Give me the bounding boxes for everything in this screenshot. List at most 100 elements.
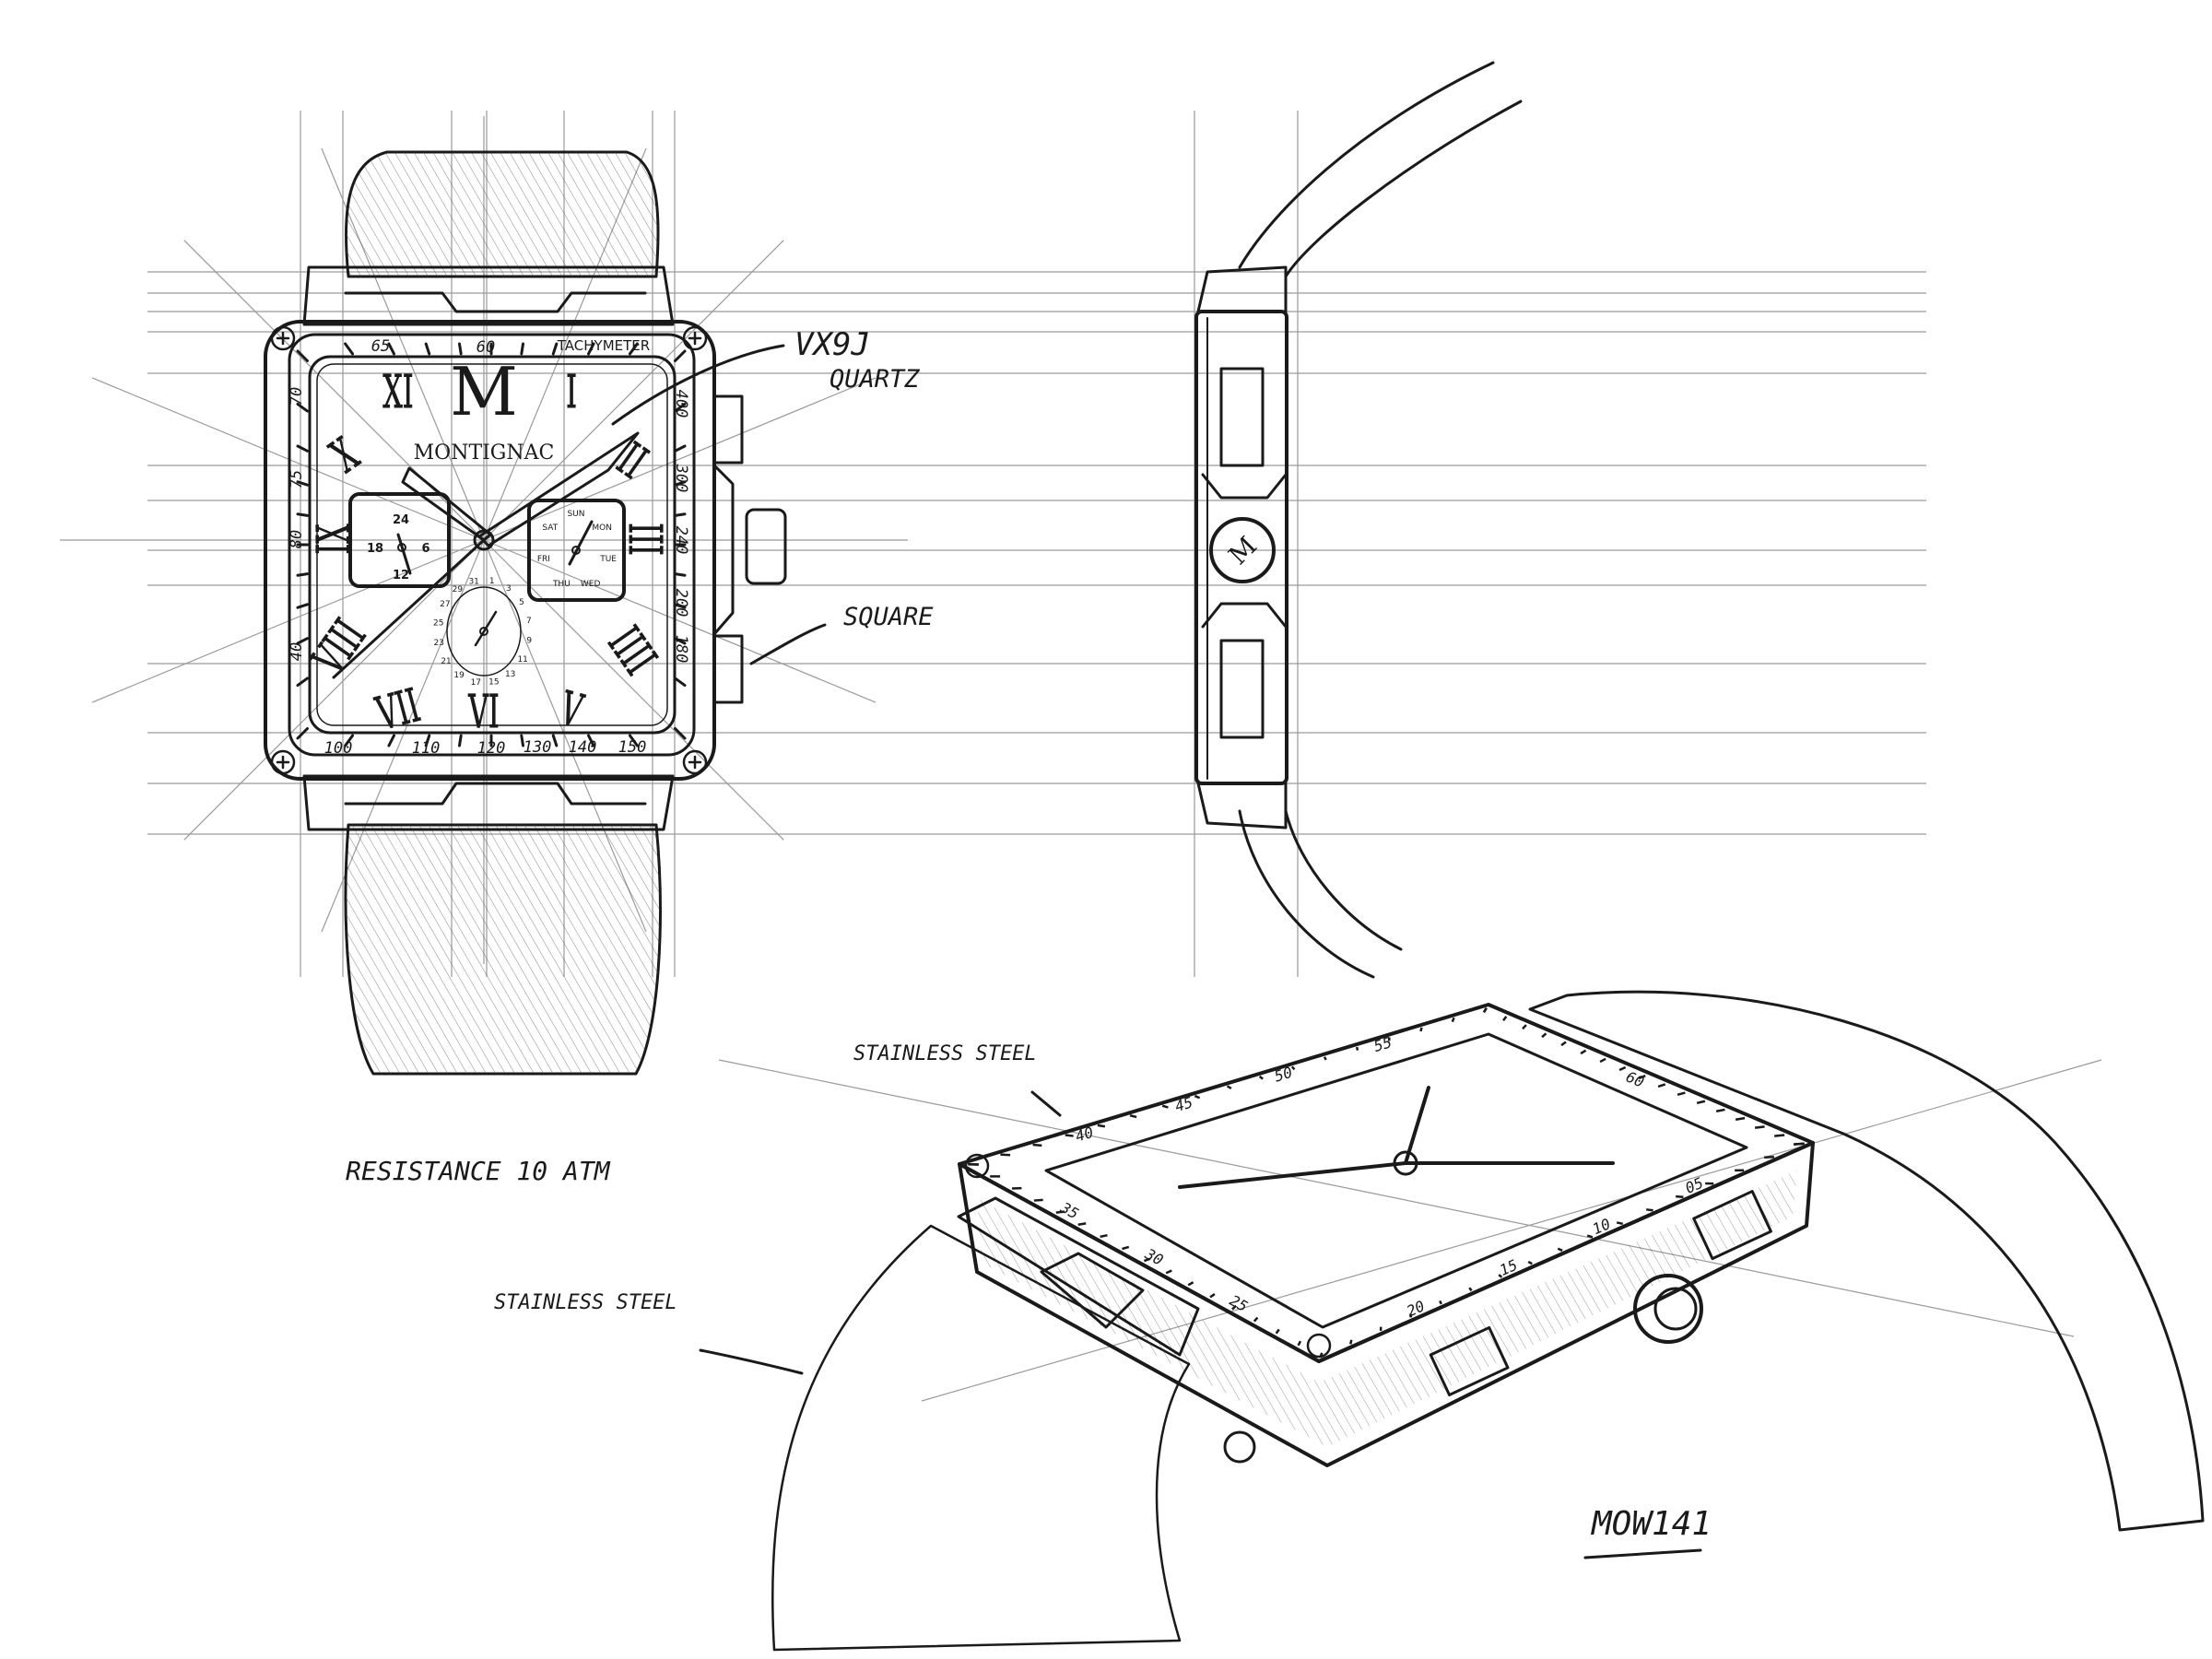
bezel-tick: [587, 734, 595, 747]
bezel-tick: [520, 342, 525, 356]
perspective-bezel-tick: [1794, 1142, 1805, 1146]
perspective-bezel-tick: [1165, 1269, 1172, 1275]
perspective-bezel-number: 55: [1371, 1033, 1394, 1055]
perspective-bezel-tick: [1161, 1104, 1169, 1109]
top-strap-cross: [346, 152, 659, 276]
perspective-bezel-tick: [1439, 1300, 1442, 1305]
bezel-number: 75: [288, 470, 306, 488]
side-strap: [1238, 61, 1523, 979]
subdial-date-label: 1: [489, 577, 495, 586]
bezel-number: 70: [288, 387, 306, 406]
subdial-date-label: 29: [453, 585, 464, 594]
bezel-tick: [344, 342, 355, 356]
subdial-date-label: 7: [526, 617, 532, 626]
bottom-lugs: [302, 774, 675, 831]
perspective-bezel-tick: [1194, 1094, 1201, 1100]
perspective-bezel-tick: [1297, 1340, 1302, 1347]
annotations: VX9J QUARTZ SQUARE STAINLESS STEEL RESIS…: [346, 326, 1712, 1559]
bezel-tick: [296, 677, 309, 688]
perspective-bezel-tick: [1187, 1281, 1194, 1287]
bezel-tick: [296, 727, 309, 740]
subdial-day-label: TUE: [599, 555, 617, 564]
bezel-tick: [674, 572, 687, 577]
bezel-number: 100: [324, 739, 353, 758]
top-lugs: [302, 265, 675, 326]
bezel-number: 240: [672, 526, 690, 555]
subdial-date-label: 17: [471, 678, 481, 688]
bezel-tick: [424, 342, 431, 356]
side-pusher-top: [1219, 367, 1265, 467]
perspective-bezel-tick: [1677, 1091, 1686, 1097]
bezel-number: 40: [288, 642, 306, 661]
perspective-hour-hand: [1404, 1086, 1430, 1165]
annotation-water-resistance: RESISTANCE 10 ATM: [346, 1156, 611, 1186]
case: [264, 320, 716, 781]
brand-logo: M: [450, 353, 518, 430]
perspective-bezel-tick: [1774, 1134, 1785, 1137]
perspective-bezel-tick: [1638, 1075, 1646, 1080]
perspective-bezel-tick: [1033, 1198, 1043, 1202]
crown-guard: [712, 464, 735, 636]
bezel-tick: [296, 603, 309, 609]
subdial-24h-label: 18: [367, 542, 383, 556]
minute-hand: [477, 431, 640, 547]
bezel-tick: [387, 342, 395, 356]
bezel-tick: [520, 734, 525, 747]
subdial-date-label: 13: [505, 670, 515, 679]
subdial-date-label: 21: [441, 657, 451, 666]
subdial-date-label: 25: [433, 618, 443, 628]
perspective-bezel-tick: [1100, 1233, 1108, 1239]
bezel-tick: [344, 734, 355, 747]
subdial-day-label: SUN: [567, 510, 584, 519]
bezel-number: 110: [412, 739, 441, 758]
guide-line: [483, 539, 877, 703]
perspective-bezel-tick: [1226, 1085, 1232, 1090]
bezel-tick: [296, 480, 309, 487]
guide-line: [483, 539, 784, 841]
numeral-10: X: [322, 428, 369, 483]
bezel-tick: [551, 342, 559, 356]
bezel-ticks: [296, 342, 687, 747]
crown: [745, 508, 787, 585]
perspective-bezel-tick: [1355, 1046, 1359, 1051]
bezel-tick: [674, 603, 687, 609]
bezel-number: 200: [672, 589, 690, 618]
subdial-date-label: 5: [519, 598, 524, 607]
bezel-tick: [628, 734, 639, 747]
bezel-number: 400: [672, 390, 690, 418]
bezel-tick: [551, 734, 559, 747]
bottom-strap-cross: [346, 825, 661, 1074]
numeral-3: III: [618, 523, 672, 556]
perspective-bezel-tick: [1502, 1016, 1508, 1022]
side-crown: [1209, 517, 1276, 583]
side-upper-lug: [1196, 265, 1288, 313]
perspective-bezel-tick: [1735, 1116, 1746, 1121]
bezel-tick: [674, 402, 687, 413]
guide-line: [921, 1059, 2102, 1402]
perspective-bezel-tick: [1129, 1114, 1137, 1119]
perspective-bezel-tick: [1032, 1143, 1042, 1147]
perspective-crown: [1633, 1274, 1703, 1344]
perspective-bezel-tick: [1618, 1065, 1627, 1072]
center-pinion: [473, 529, 495, 551]
subdial-date: [446, 586, 522, 677]
subdial-date-label: 27: [440, 600, 450, 609]
perspective-bezel-number: 45: [1172, 1093, 1194, 1115]
perspective-bezel-tick: [1419, 1027, 1423, 1032]
model-code-underline: [1583, 1548, 1702, 1559]
bezel-tick: [674, 677, 687, 688]
front-view-watch: TACHYMETER 65 60 70 75 80 40 400 300 240…: [264, 150, 787, 1076]
bezel-number: 150: [618, 738, 647, 757]
subdial-date-label: 9: [526, 637, 532, 646]
bezel-label-tachymeter: TACHYMETER: [557, 337, 650, 354]
bezel-tick: [674, 480, 687, 487]
bezel-tick: [296, 637, 309, 645]
subdial-24h-label: 24: [393, 513, 409, 527]
guide-line: [718, 1059, 2075, 1337]
bezel-tick: [424, 734, 431, 747]
subdial-day: [527, 499, 626, 602]
bezel-number: 65: [371, 337, 390, 356]
perspective-bezel-tick: [1586, 1234, 1594, 1239]
perspective-bezel-number: 50: [1272, 1064, 1294, 1086]
